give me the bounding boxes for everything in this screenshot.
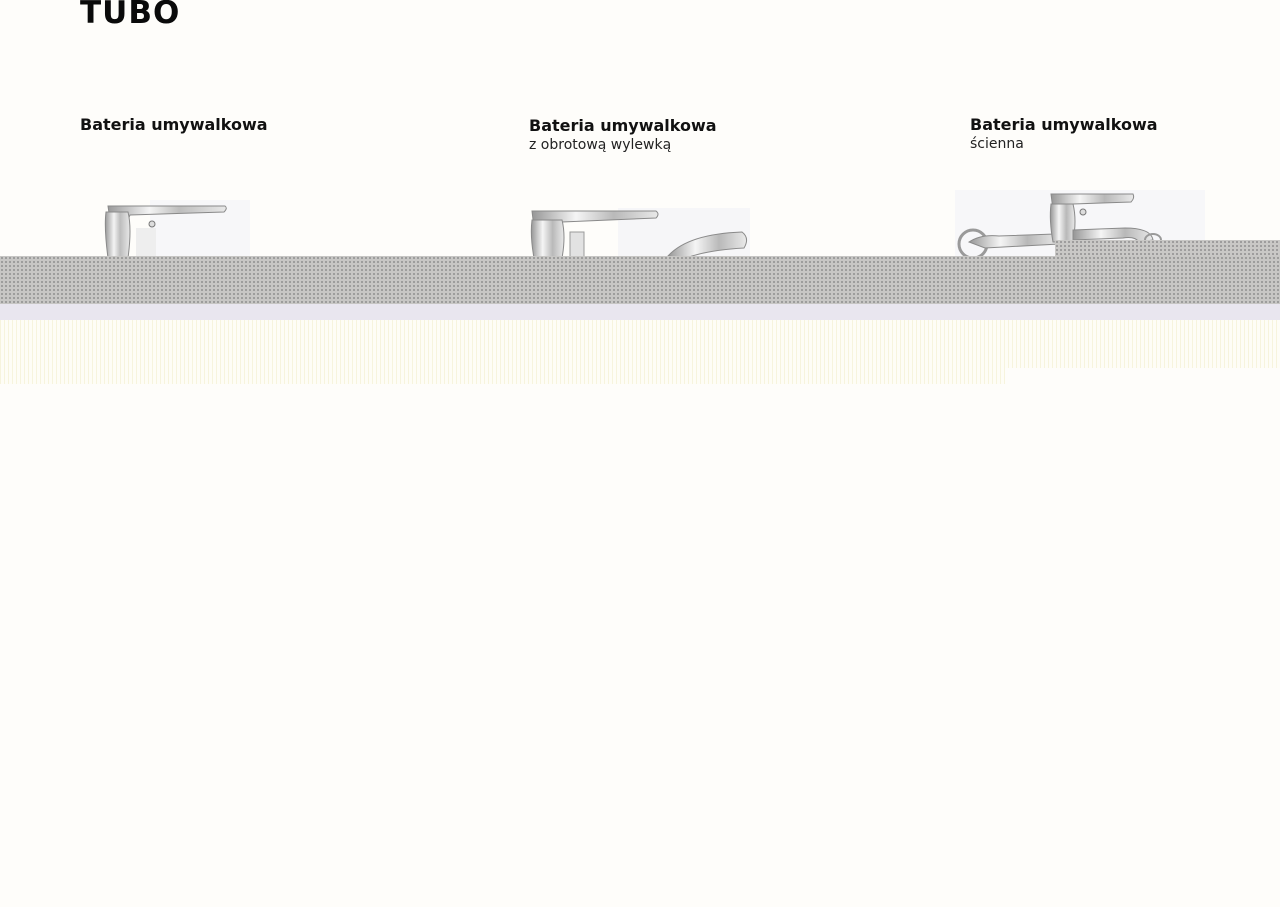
artifact-dot-pattern	[0, 256, 1280, 304]
product-subtitle: z obrotową wylewką	[529, 137, 672, 153]
artifact-stripe-pattern	[0, 320, 1280, 384]
artifact-strip	[1005, 368, 1280, 384]
product-title: Bateria umywalkowa	[80, 115, 268, 134]
product-card-swivel-spout-mixer: Bateria umywalkowa z obrotową wylewką	[529, 116, 717, 154]
brand-logo: TUBO	[80, 0, 181, 31]
product-card-wall-mounted-mixer: Bateria umywalkowa ścienna	[970, 115, 1158, 153]
swivel-spout-mixer-icon	[528, 206, 750, 258]
scan-artifact-band	[0, 240, 1280, 390]
product-title: Bateria umywalkowa	[970, 115, 1158, 134]
product-title: Bateria umywalkowa	[529, 116, 717, 135]
washbasin-mixer-icon	[100, 198, 250, 258]
wall-mounted-mixer-icon	[955, 190, 1205, 258]
product-subtitle: ścienna	[970, 136, 1024, 152]
product-card-washbasin-mixer: Bateria umywalkowa	[80, 115, 268, 135]
artifact-strip	[0, 304, 1280, 320]
